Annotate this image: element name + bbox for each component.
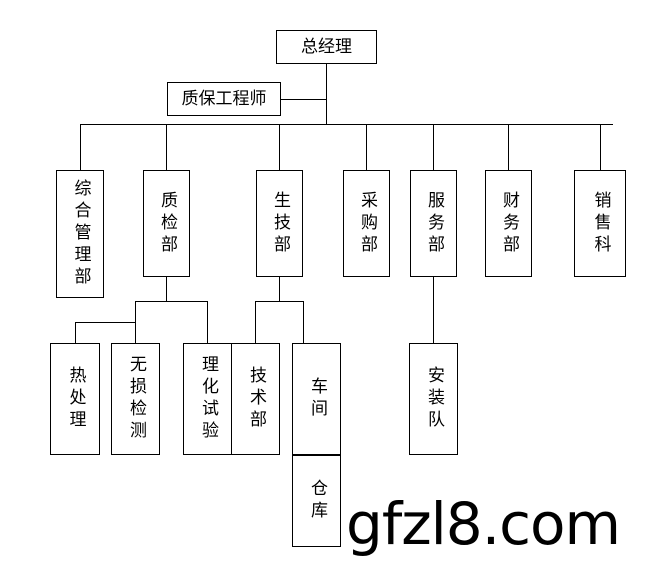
node-general-manager[interactable]: 总经理 <box>276 30 377 64</box>
node-sub-workshop-label: 车间 <box>307 377 327 421</box>
node-sub-installation-team-label: 安装队 <box>424 366 444 432</box>
node-dept-finance[interactable]: 财务部 <box>485 170 532 277</box>
node-sub-workshop[interactable]: 车间 <box>292 343 341 455</box>
connector-drop-ndt <box>135 322 136 343</box>
node-dept-finance-label: 财务部 <box>499 190 519 257</box>
connector-drop-technical <box>255 301 256 343</box>
node-dept-service-label: 服务部 <box>424 190 444 257</box>
node-dept-general-admin-label: 综合管理部 <box>70 179 91 289</box>
node-sub-technical-label: 技术部 <box>246 366 266 432</box>
connector-drop-quality-inspection <box>166 124 167 170</box>
node-dept-production-tech[interactable]: 生技部 <box>256 170 303 277</box>
connector-qi-stem <box>166 277 167 302</box>
connector-drop-general-admin <box>80 124 81 170</box>
connector-drop-physical-chemical-test <box>207 301 208 343</box>
connector-main-bus <box>80 124 613 125</box>
node-sub-installation-team[interactable]: 安装队 <box>409 343 458 455</box>
node-sub-ndt-label: 无损检测 <box>126 355 146 443</box>
connector-pt-stem <box>279 277 280 302</box>
node-sub-warehouse-label: 仓库 <box>307 479 327 523</box>
node-sub-physical-chemical-test-label: 理化试验 <box>198 355 218 443</box>
connector-drop-purchasing <box>366 124 367 170</box>
node-sub-heat-treatment[interactable]: 热处理 <box>50 343 100 455</box>
connector-drop-finance <box>508 124 509 170</box>
node-dept-quality-inspection[interactable]: 质检部 <box>143 170 190 277</box>
connector-drop-production-tech <box>279 124 280 170</box>
node-general-manager-label: 总经理 <box>301 36 352 57</box>
node-dept-purchasing[interactable]: 采购部 <box>343 170 390 277</box>
connector-drop-sales <box>600 124 601 170</box>
connector-drop-heat-treatment <box>75 322 76 343</box>
node-dept-production-tech-label: 生技部 <box>270 190 290 257</box>
connector-drop-workshop <box>303 301 304 343</box>
node-sub-technical[interactable]: 技术部 <box>231 343 280 455</box>
connector-qi-lower-bus <box>75 322 136 323</box>
connector-qi-bus <box>135 301 208 302</box>
node-sub-heat-treatment-label: 热处理 <box>65 366 86 432</box>
node-sub-warehouse[interactable]: 仓库 <box>292 455 341 547</box>
node-qa-engineer[interactable]: 质保工程师 <box>167 82 281 116</box>
connector-qa-to-gm-stem <box>280 99 327 100</box>
node-dept-sales[interactable]: 销售科 <box>574 170 626 277</box>
watermark-text: gfzl8.com <box>346 490 621 558</box>
connector-drop-service <box>433 124 434 170</box>
connector-drop-installation-team <box>433 277 434 343</box>
node-dept-quality-inspection-label: 质检部 <box>157 190 177 257</box>
node-dept-service[interactable]: 服务部 <box>410 170 457 277</box>
node-qa-engineer-label: 质保工程师 <box>181 88 267 109</box>
connector-pt-bus <box>255 301 304 302</box>
connector-qi-bus-left-leg <box>135 301 136 323</box>
node-sub-physical-chemical-test[interactable]: 理化试验 <box>183 343 232 455</box>
node-dept-sales-label: 销售科 <box>590 190 611 257</box>
connector-gm-to-bus <box>326 64 327 125</box>
node-dept-general-admin[interactable]: 综合管理部 <box>56 170 104 298</box>
node-sub-ndt[interactable]: 无损检测 <box>111 343 160 455</box>
node-dept-purchasing-label: 采购部 <box>357 190 377 257</box>
